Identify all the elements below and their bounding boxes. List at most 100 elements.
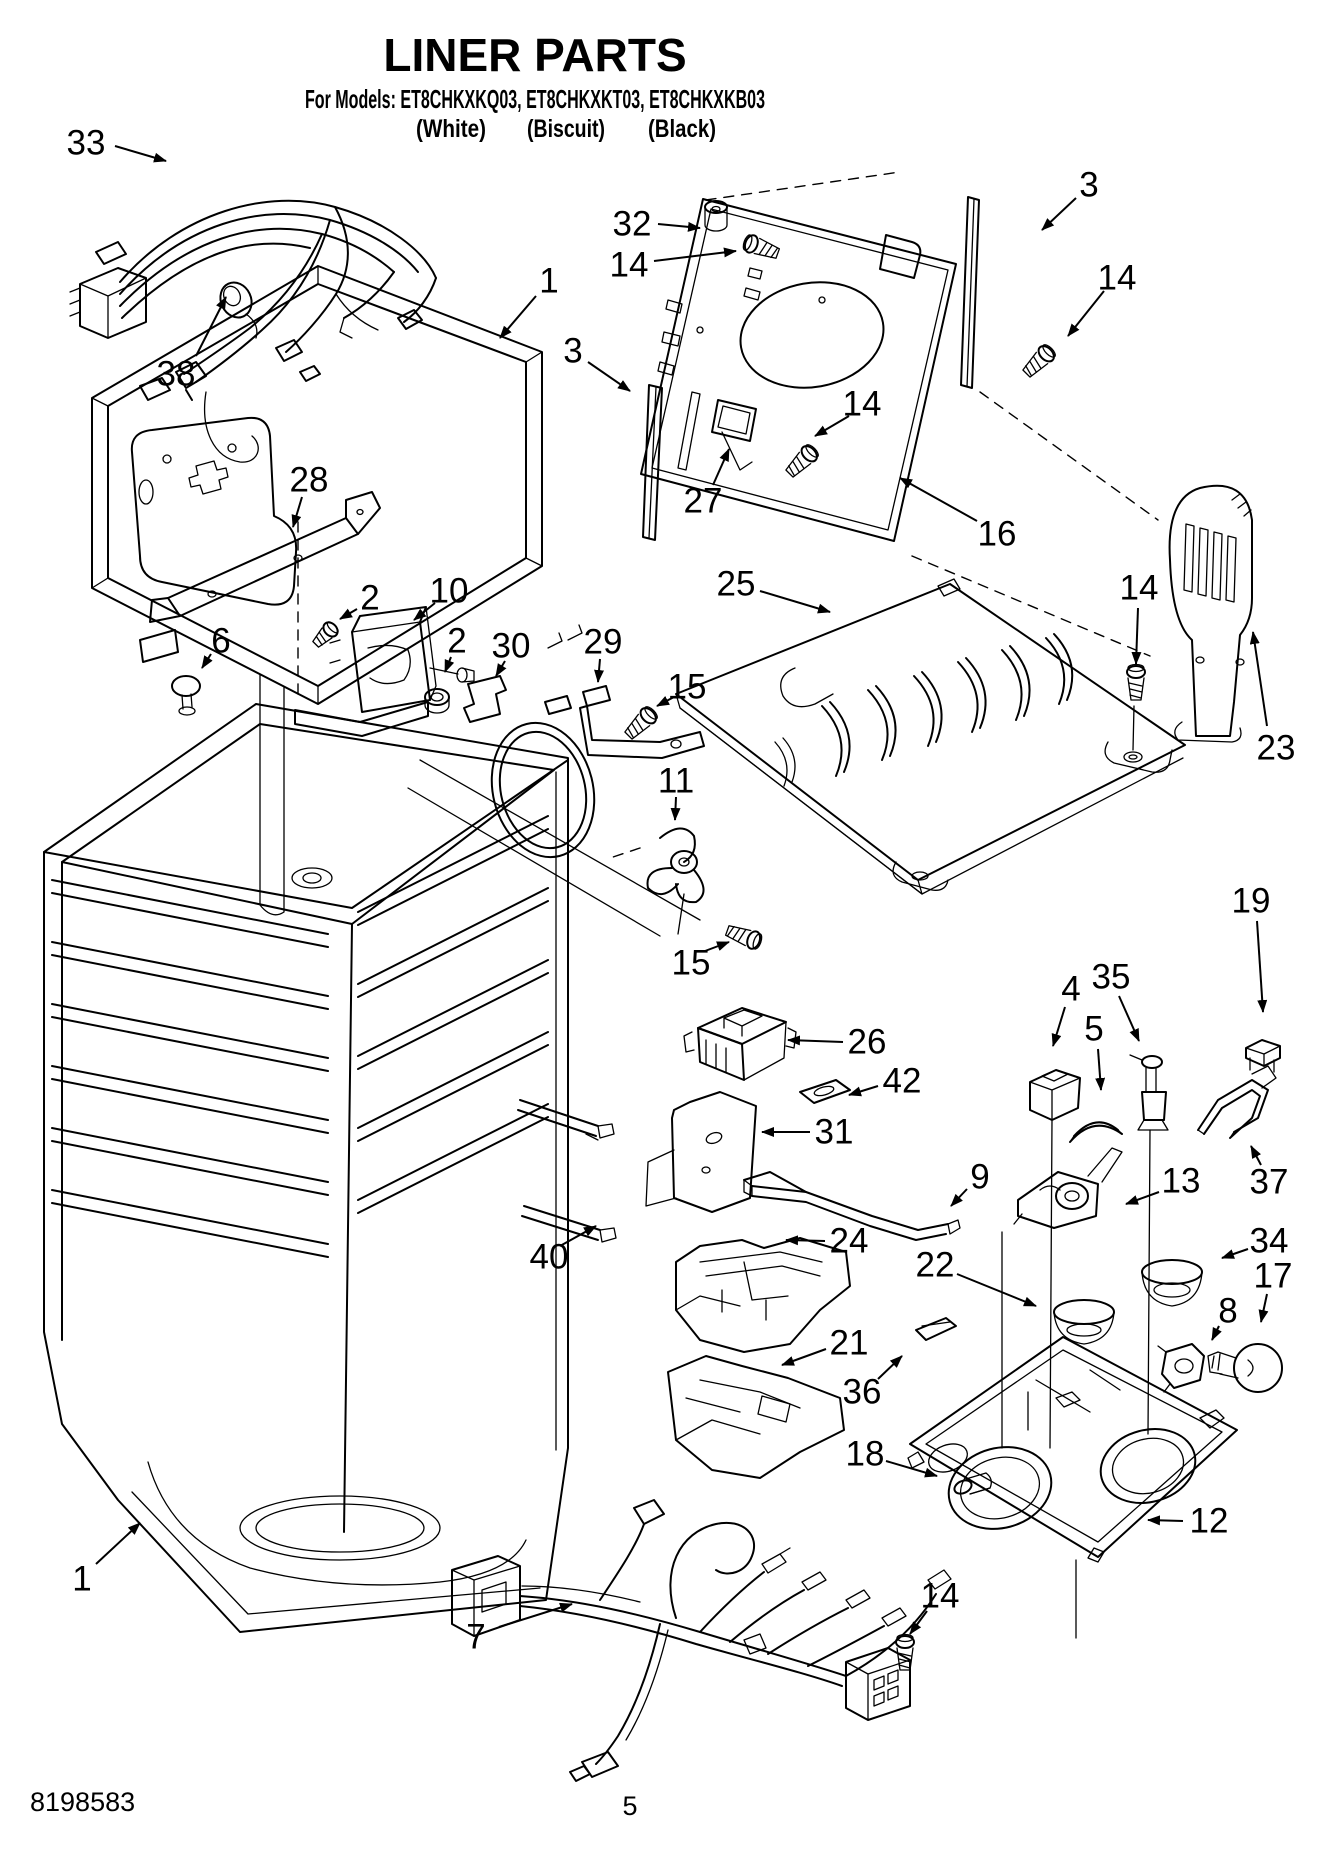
duct-24 [675,1237,851,1353]
clip-19 [1245,1039,1281,1073]
callout-arrow-16 [899,477,978,522]
callout-arrow-10 [413,602,436,621]
callout-arrow-15 [704,941,730,952]
callout-arrow-12 [1147,1515,1184,1526]
callout-number-25: 25 [717,565,756,604]
callout-arrow-1 [95,1522,141,1565]
callout-arrow-28 [291,496,303,528]
knob-6 [171,675,201,716]
callout-arrow-29 [594,658,605,683]
callout-number-14: 14 [843,385,882,424]
bracket-29 [544,685,705,759]
cup-34 [1141,1259,1203,1307]
finish-black: (Black) [648,115,716,143]
callout-number-21: 21 [830,1324,869,1363]
callout-number-14: 14 [921,1577,960,1616]
callout-number-4: 4 [1061,970,1080,1009]
callout-arrow-30 [495,660,507,677]
screw-14-top [742,234,781,259]
callout-number-18: 18 [846,1435,885,1474]
evaporator-panel-16 [640,171,1159,657]
callout-arrow-13 [1125,1191,1160,1205]
wire-harness-top [69,199,437,401]
screw-2a [312,621,339,648]
callout-number-24: 24 [830,1222,869,1261]
callout-arrow-3 [587,361,631,392]
socket-8 [1157,1343,1205,1393]
callout-arrow-11 [670,796,681,821]
fan-shroud-ring [490,721,596,859]
callout-number-15: 15 [672,944,711,983]
screw-14-panel [785,444,819,478]
callout-number-36: 36 [843,1373,882,1412]
callout-number-26: 26 [848,1023,887,1062]
motor-4 [1029,1069,1081,1449]
callout-number-17: 17 [1254,1257,1293,1296]
callout-number-34: 34 [1250,1222,1289,1261]
callout-arrow-40 [559,1225,597,1247]
callout-arrow-36 [877,1355,903,1380]
callout-number-2: 2 [447,622,466,661]
callout-number-19: 19 [1232,882,1271,921]
callout-arrow-24 [785,1235,826,1246]
callout-number-7: 7 [466,1618,485,1657]
callout-arrow-6 [201,653,213,669]
callout-number-33: 33 [67,124,106,163]
strip-9 [743,1171,961,1241]
page-title: LINER PARTS [383,29,686,81]
callout-arrow-23 [1249,631,1268,727]
panel-31 [645,1091,757,1213]
callout-number-32: 32 [613,205,652,244]
callout-number-14: 14 [1120,569,1159,608]
tube-35 [1129,1054,1169,1435]
callout-arrow-3 [1041,197,1077,231]
document-number: 8198583 [30,1787,135,1817]
breaker-strip-3-left [642,384,663,541]
nut-2b [424,688,450,714]
callout-arrow-14 [1131,607,1142,665]
screw-15b [724,925,763,950]
callout-number-3: 3 [563,332,582,371]
callout-number-15: 15 [668,668,707,707]
bracket-30 [463,675,507,723]
duct-21 [667,1355,845,1479]
callout-arrow-18 [885,1460,938,1478]
models-line: For Models: ET8CHKXKQ03, ET8CHKXKT03, ET… [305,84,765,114]
callout-number-30: 30 [492,627,531,666]
callout-number-12: 12 [1190,1502,1229,1541]
callout-number-14: 14 [1098,259,1137,298]
callout-arrow-9 [950,1188,968,1207]
refrigerator-liner [43,624,701,1633]
plate-36 [915,1317,957,1341]
clip-5 [1069,1121,1123,1143]
callout-number-14: 14 [610,246,649,285]
callout-number-8: 8 [1218,1292,1237,1331]
screw-14-right [1022,344,1056,378]
shelf-25 [675,578,1186,895]
callout-arrow-38 [195,296,227,357]
callout-number-1: 1 [539,262,558,301]
callout-arrow-14 [653,247,737,262]
callout-arrow-21 [781,1348,827,1366]
thermostat-10 [294,606,475,737]
callout-arrow-1 [499,295,537,339]
callout-arrow-4 [1051,1006,1066,1047]
finish-white: (White) [416,115,486,143]
callout-number-35: 35 [1092,958,1131,997]
air-tower-23 [1168,484,1253,743]
finish-biscuit: (Biscuit) [527,115,605,143]
callout-number-16: 16 [978,515,1017,554]
callout-arrow-14 [814,415,850,437]
bracket-28 [139,491,381,663]
callout-arrow-2 [444,656,455,673]
callout-number-28: 28 [290,461,329,500]
callout-number-37: 37 [1250,1163,1289,1202]
light-housing-12 [907,1336,1238,1639]
callout-arrow-17 [1258,1293,1269,1323]
screw-15a [624,706,658,740]
bracket-13 [1001,1147,1123,1449]
callout-number-31: 31 [815,1113,854,1152]
callout-arrow-27 [712,448,730,486]
